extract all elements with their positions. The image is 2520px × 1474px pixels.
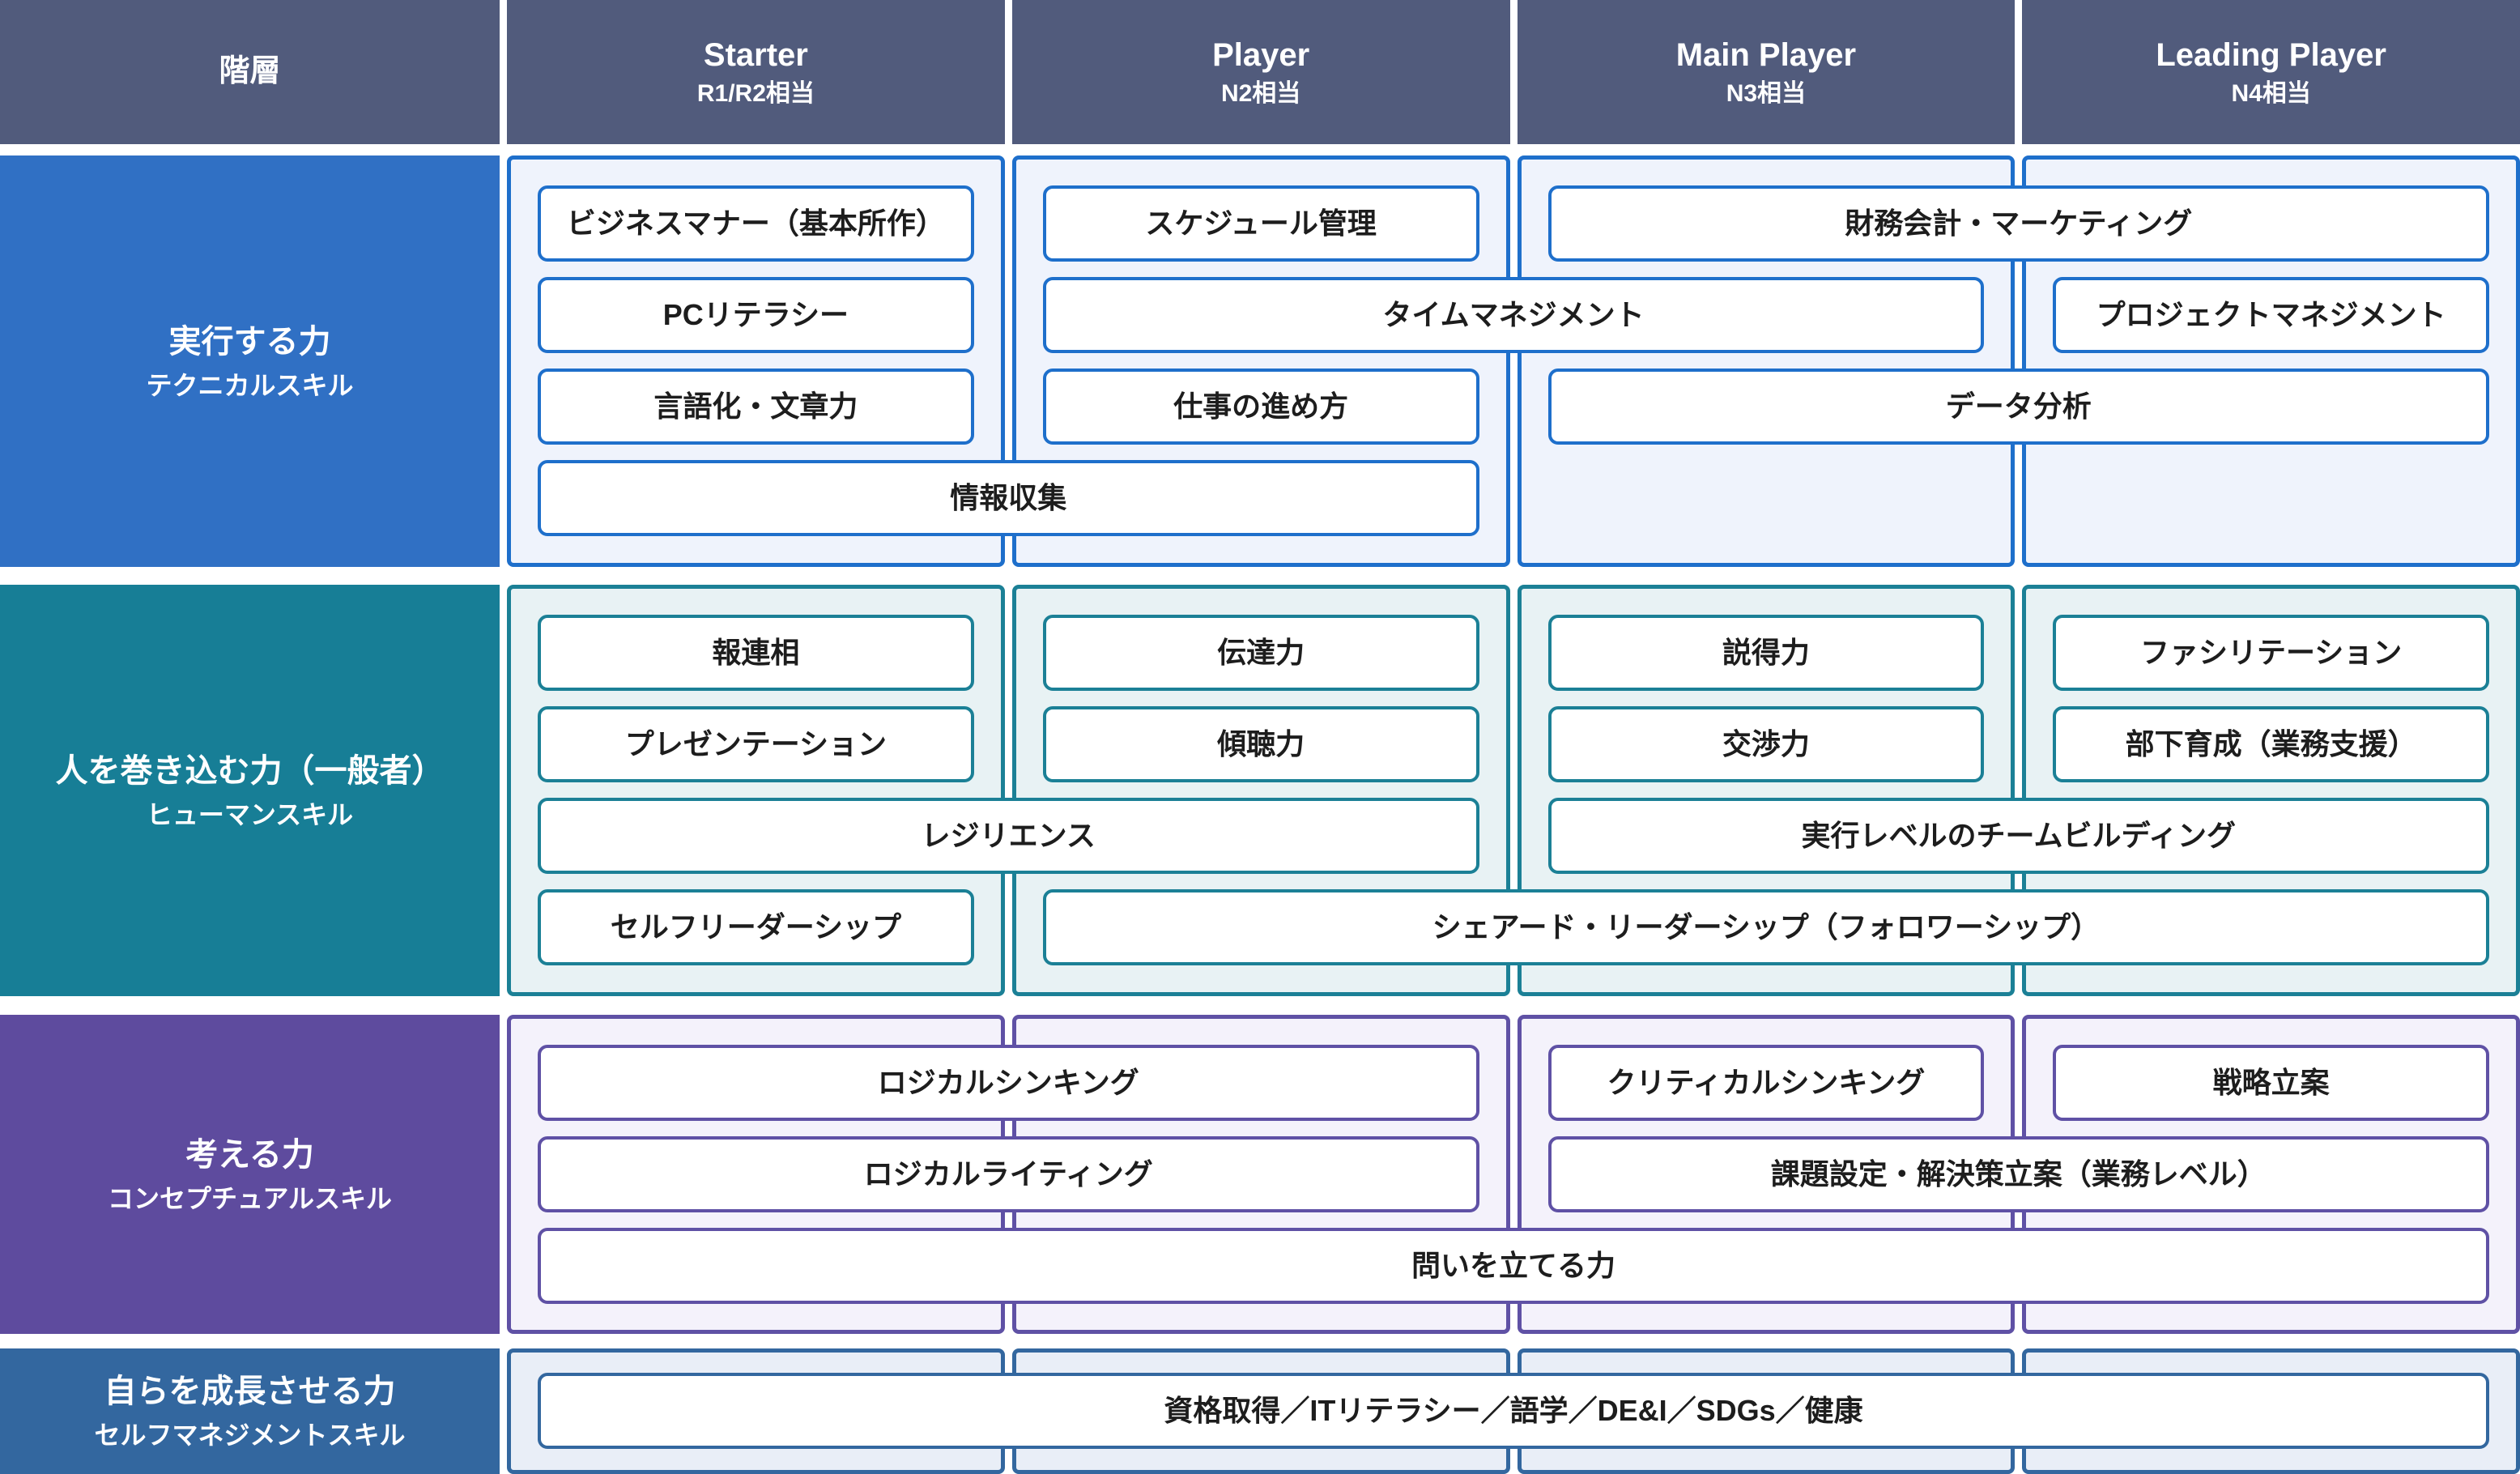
level-subtitle: R1/R2相当 — [696, 80, 815, 107]
level-header-player: Player N2相当 — [1011, 0, 1510, 144]
header-row: 階層 Starter R1/R2相当 Player N2相当 Main Play… — [0, 0, 2520, 144]
skill-pill: 情報収集 — [538, 460, 1479, 536]
skill-pill: プレゼンテーション — [538, 706, 974, 782]
level-title: Starter — [703, 37, 808, 73]
skill-grid: ビジネスマナー（基本所作） スケジュール管理財務会計・マーケティング PCリテラシー… — [507, 155, 2520, 566]
band-label: 考える力 コンセプチュアルスキル — [0, 1015, 500, 1334]
level-subtitle: N4相当 — [2231, 80, 2311, 107]
skill-pill: ビジネスマナー（基本所作） — [538, 185, 974, 262]
level-header-starter: Starter R1/R2相当 — [507, 0, 1005, 144]
skill-pill: プロジェクトマネジメント — [2053, 277, 2489, 353]
skill-pill: 問いを立てる力 — [538, 1228, 2489, 1304]
band-self-management-skill: 自らを成長させる力 セルフマネジメントスキル 資格取得／ITリテラシー／語学／D… — [0, 1348, 2520, 1474]
level-title: Player — [1212, 37, 1310, 73]
level-header-leading-player: Leading Player N4相当 — [2022, 0, 2520, 144]
band-label: 実行する力 テクニカルスキル — [0, 155, 500, 567]
skill-pill: 説得力 — [1547, 615, 1985, 691]
band-title: 自らを成長させる力 — [104, 1374, 396, 1410]
skill-pill: 仕事の進め方 — [1042, 368, 1479, 445]
skill-grid: 資格取得／ITリテラシー／語学／DE&I／SDGs／健康 — [507, 1348, 2520, 1449]
band-title: 考える力 — [185, 1136, 314, 1173]
hierarchy-header: 階層 — [0, 0, 500, 144]
skill-pill: タイムマネジメント — [1042, 277, 1985, 353]
skill-pill: 伝達力 — [1042, 615, 1479, 691]
band-subtitle: コンセプチュアルスキル — [107, 1183, 393, 1213]
skill-pill: レジリエンス — [538, 798, 1479, 874]
skill-grid: 報連相伝達力説得力ファシリテーションプレゼンテーション傾聴力交渉力部下育成（業務… — [507, 585, 2520, 995]
skill-pill: セルフリーダーシップ — [538, 889, 974, 965]
skill-pill: ロジカルシンキング — [538, 1045, 1479, 1121]
level-title: Main Player — [1675, 37, 1857, 73]
level-subtitle: N3相当 — [1726, 80, 1807, 107]
skill-pill: 資格取得／ITリテラシー／語学／DE&I／SDGs／健康 — [538, 1373, 2489, 1449]
band-columns: 資格取得／ITリテラシー／語学／DE&I／SDGs／健康 — [507, 1348, 2520, 1474]
band-columns: 報連相伝達力説得力ファシリテーションプレゼンテーション傾聴力交渉力部下育成（業務… — [507, 585, 2520, 996]
skill-pill: 実行レベルのチームビルディング — [1547, 798, 2489, 874]
skill-pill: クリティカルシンキング — [1547, 1045, 1985, 1121]
band-conceptual-skill: 考える力 コンセプチュアルスキル ロジカルシンキングクリティカルシンキング戦略立… — [0, 1015, 2520, 1334]
band-subtitle: セルフマネジメントスキル — [94, 1421, 406, 1451]
level-header-main-player: Main Player N3相当 — [1517, 0, 2016, 144]
skill-pill: 言語化・文章力 — [538, 368, 974, 445]
skill-pill: 交渉力 — [1547, 706, 1985, 782]
level-subtitle: N2相当 — [1220, 80, 1301, 107]
skill-pill: データ分析 — [1547, 368, 2489, 445]
skill-pill: 財務会計・マーケティング — [1547, 185, 2489, 262]
skill-pill: 課題設定・解決策立案（業務レベル） — [1547, 1136, 2489, 1212]
skill-pill: 部下育成（業務支援） — [2053, 706, 2489, 782]
level-title: Leading Player — [2156, 37, 2386, 73]
band-label: 人を巻き込む力（一般者） ヒューマンスキル — [0, 585, 500, 996]
skill-pill: 傾聴力 — [1042, 706, 1479, 782]
band-human-skill: 人を巻き込む力（一般者） ヒューマンスキル 報連相伝達力説得力ファシリテーション… — [0, 585, 2520, 996]
band-subtitle: ヒューマンスキル — [146, 799, 354, 829]
skill-pill: PCリテラシー — [538, 277, 974, 353]
skill-pill: シェアード・リーダーシップ（フォロワーシップ） — [1042, 889, 2489, 965]
skill-pill: スケジュール管理 — [1042, 185, 1479, 262]
skill-pill: ロジカルライティング — [538, 1136, 1479, 1212]
band-subtitle: テクニカルスキル — [146, 370, 354, 400]
band-columns: ビジネスマナー（基本所作） スケジュール管理財務会計・マーケティング PCリテラシー… — [507, 155, 2520, 567]
band-title: 実行する力 — [168, 323, 331, 360]
skill-pill: ファシリテーション — [2053, 615, 2489, 691]
band-title: 人を巻き込む力（一般者） — [55, 752, 445, 789]
band-technical-skill: 実行する力 テクニカルスキル ビジネスマナー（基本所作） スケジュール管理財務会計… — [0, 155, 2520, 567]
skill-grid: ロジカルシンキングクリティカルシンキング戦略立案ロジカルライティング課題設定・解… — [507, 1015, 2520, 1334]
skill-pill: 報連相 — [538, 615, 974, 691]
band-columns: ロジカルシンキングクリティカルシンキング戦略立案ロジカルライティング課題設定・解… — [507, 1015, 2520, 1334]
skill-pill: 戦略立案 — [2053, 1045, 2489, 1121]
band-label: 自らを成長させる力 セルフマネジメントスキル — [0, 1348, 500, 1474]
hierarchy-label: 階層 — [219, 54, 281, 89]
